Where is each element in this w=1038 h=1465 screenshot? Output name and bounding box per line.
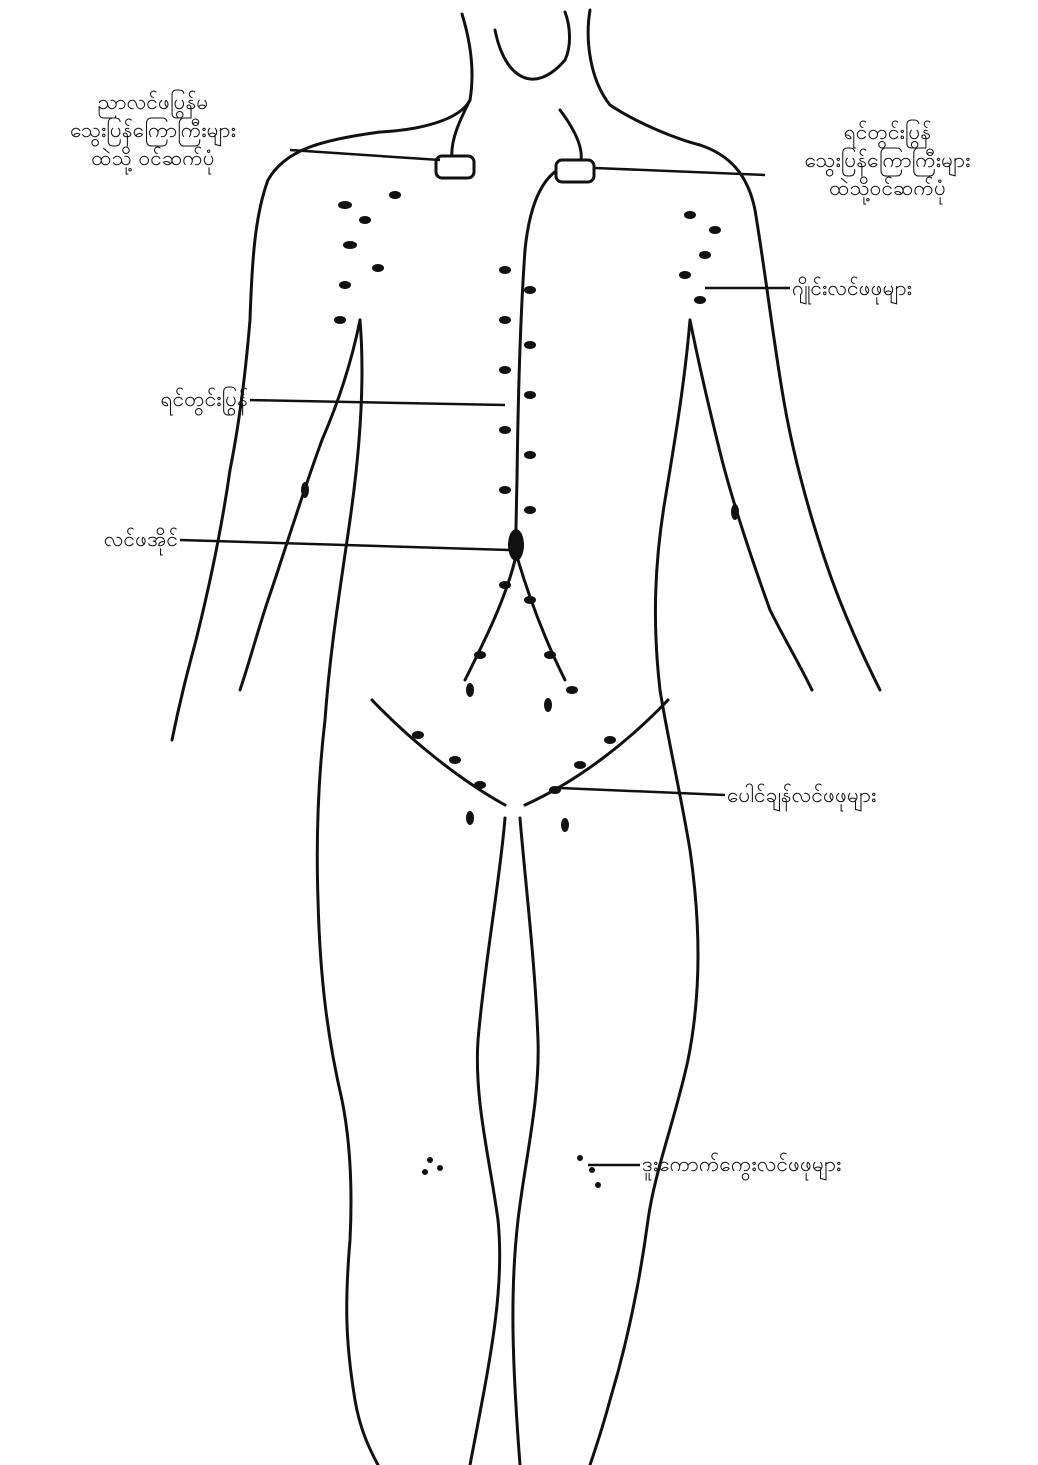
lymph-node xyxy=(524,506,536,514)
lymph-node xyxy=(577,1155,583,1161)
lymph-node xyxy=(524,596,536,604)
label-popliteal: ဒူးကောက်ကွေးလင်ဖဖုများ xyxy=(642,1150,841,1178)
label-cisterna: လင်ဖအိုင် xyxy=(50,525,178,553)
lymph-node xyxy=(561,818,569,832)
cisterna-chyli xyxy=(508,529,524,561)
neck-left-outline xyxy=(380,14,472,132)
leader-left-shoulder xyxy=(290,150,440,160)
lymph-node xyxy=(343,241,357,249)
lymph-node xyxy=(359,216,371,224)
duct-left-branch xyxy=(465,560,515,680)
lymph-node xyxy=(437,1165,443,1171)
label-line: ရင်တွင်းပြွန် xyxy=(745,118,1030,146)
left-shoulder-arm-outer xyxy=(172,132,380,740)
chin-outline xyxy=(495,12,570,79)
label-right-shoulder: ရင်တွင်းပြွန် သွေးပြန်ကြောကြီးများ ထဲသို… xyxy=(745,118,1030,202)
right-subclavian xyxy=(560,110,581,165)
label-inguinal: ပေါင်ချန်လင်ဖဖုများ xyxy=(727,781,876,809)
lymph-node xyxy=(589,1167,595,1173)
lymph-node xyxy=(544,651,556,659)
lymph-node xyxy=(449,756,461,764)
lymph-node xyxy=(694,296,706,304)
right-inner-leg xyxy=(513,818,538,1465)
lymph-node xyxy=(499,266,511,274)
lymph-node xyxy=(604,736,616,744)
label-line: ထဲသို့ ဝင်ဆက်ပုံ xyxy=(8,144,298,172)
lymph-node xyxy=(334,316,346,324)
label-line: သွေးပြန်ကြောကြီးများ xyxy=(8,116,298,144)
neck-right-outline xyxy=(588,10,700,145)
label-line: ညာလင်ဖပြွန်မ xyxy=(8,88,298,116)
lymph-node xyxy=(549,786,561,794)
label-line: သွေးပြန်ကြောကြီးများ xyxy=(745,146,1030,174)
lymph-node xyxy=(412,731,424,739)
label-axillary: ဂျိုင်းလင်ဖဖုများ xyxy=(792,274,912,302)
left-torso-leg-outline xyxy=(317,320,378,1465)
label-thoracic-duct: ရင်တွင်းပြွန် xyxy=(70,385,248,413)
lymph-node xyxy=(709,226,721,234)
right-arm-inner xyxy=(690,320,812,690)
lymph-node xyxy=(524,341,536,349)
thoracic-duct-line xyxy=(515,165,570,560)
lymph-node xyxy=(372,264,384,272)
lymph-node xyxy=(499,486,511,494)
leader-inguinal xyxy=(560,788,725,795)
left-subclavian-vein xyxy=(436,156,474,178)
left-inner-leg xyxy=(470,818,505,1465)
lymph-node xyxy=(684,211,696,219)
lymph-node xyxy=(474,651,486,659)
lymph-node xyxy=(699,251,711,259)
lymph-node xyxy=(499,426,511,434)
lymph-node xyxy=(595,1182,601,1188)
lymph-node xyxy=(544,698,552,712)
lymph-node xyxy=(474,781,486,789)
lymph-node xyxy=(466,811,474,825)
left-groin-line xyxy=(372,700,505,805)
lymph-node xyxy=(566,686,578,694)
lymph-node xyxy=(499,316,511,324)
lymph-node xyxy=(679,271,691,279)
lymph-node xyxy=(339,281,351,289)
label-left-shoulder: ညာလင်ဖပြွန်မ သွေးပြန်ကြောကြီးများ ထဲသို့… xyxy=(8,88,298,172)
lymph-node xyxy=(389,191,401,199)
right-subclavian-vein xyxy=(556,160,594,182)
lymph-node xyxy=(574,761,586,769)
lymph-node xyxy=(499,581,511,589)
lymph-node xyxy=(301,482,309,498)
lymph-node xyxy=(731,504,739,520)
lymph-node xyxy=(499,366,511,374)
right-shoulder-arm-outer xyxy=(700,145,880,690)
right-torso-leg-outline xyxy=(590,320,698,1465)
lymph-node xyxy=(338,201,352,209)
lymph-node xyxy=(422,1169,428,1175)
label-line: ထဲသို့ဝင်ဆက်ပုံ xyxy=(745,174,1030,202)
leader-thoracic-duct xyxy=(250,400,505,405)
duct-right-branch xyxy=(518,560,565,680)
lymph-node xyxy=(524,391,536,399)
lymph-node xyxy=(466,683,474,697)
lymph-node xyxy=(524,286,536,294)
left-arm-inner xyxy=(240,320,360,690)
lymph-node xyxy=(427,1157,433,1163)
lymph-node xyxy=(524,451,536,459)
